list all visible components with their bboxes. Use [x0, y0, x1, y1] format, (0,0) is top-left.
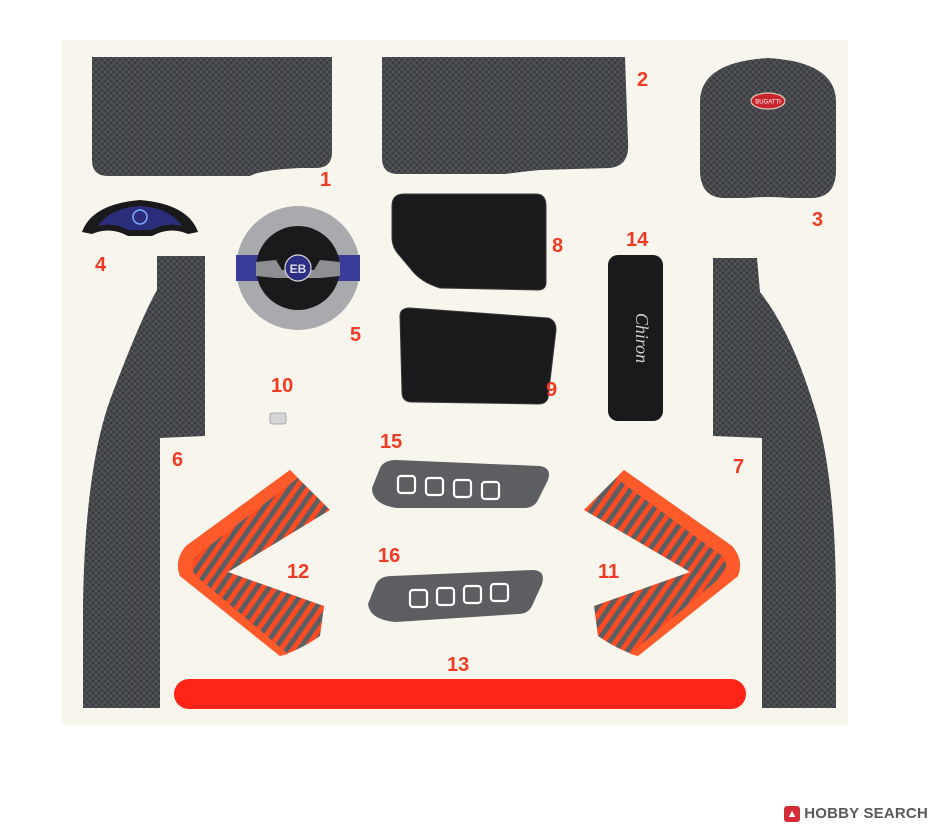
- vent-16-c: [462, 584, 483, 605]
- decal-1-carbon-panel: [92, 57, 332, 176]
- decal-number-9: 9: [546, 379, 558, 401]
- decal-number-6: 6: [172, 449, 184, 471]
- watermark-text: HOBBY SEARCH: [804, 805, 928, 822]
- decal-number-11: 11: [598, 561, 620, 583]
- decal-number-2: 2: [637, 69, 649, 91]
- vent-row-15: [396, 474, 501, 501]
- decal-11-chevron-edge: [616, 470, 740, 656]
- vent-15-a: [396, 474, 417, 495]
- decal-13-red-stripe: [174, 679, 746, 709]
- decal-10-small-badge: [269, 412, 287, 425]
- hobby-search-logo-icon: ▲: [784, 805, 801, 822]
- vent-16-d: [489, 582, 510, 603]
- decal-6-left-tall-carbon: [83, 256, 205, 708]
- decal-number-15: 15: [380, 431, 403, 453]
- vent-15-b: [424, 476, 445, 497]
- decal-number-3: 3: [812, 209, 824, 231]
- decal-number-13: 13: [447, 654, 470, 676]
- decal-number-10: 10: [271, 375, 294, 397]
- decal-number-4: 4: [95, 254, 107, 276]
- instrument-display-icon: [98, 206, 182, 230]
- decal-number-14: 14: [626, 229, 649, 251]
- decal-number-8: 8: [552, 235, 564, 257]
- speedometer-icon: [132, 209, 148, 225]
- steering-wheel-spokes: [256, 260, 340, 278]
- decal-number-12: 12: [287, 561, 310, 583]
- vent-16-a: [408, 588, 429, 609]
- hobby-search-watermark: ▲ HOBBY SEARCH: [784, 805, 928, 822]
- vent-15-c: [452, 478, 473, 499]
- bugatti-badge-text: BUGATTI: [755, 100, 781, 106]
- decal-12-left-chevron: [178, 470, 330, 656]
- decal-2-carbon-panel: [382, 57, 629, 174]
- vent-row-16: [408, 582, 510, 609]
- vent-15-d: [480, 480, 501, 501]
- eb-logo-text: EB: [290, 262, 307, 276]
- decal-number-16: 16: [378, 545, 401, 567]
- decal-3-seat-back: [700, 58, 836, 198]
- decal-8-door-panel: [391, 193, 547, 291]
- decal-15-vent-panel: [372, 460, 549, 508]
- decal-9-door-panel: [399, 307, 557, 405]
- decal-7-right-tall-carbon: [713, 258, 836, 708]
- decal-11-right-chevron: [584, 470, 740, 656]
- decal-number-5: 5: [350, 324, 362, 346]
- decal-14-chiron-plate: [608, 255, 663, 421]
- decal-12-chevron-edge: [178, 470, 298, 656]
- chiron-script-text: Chiron: [632, 313, 652, 363]
- bugatti-badge-icon: [750, 92, 786, 110]
- vent-16-b: [435, 586, 456, 607]
- eb-logo-icon: [284, 254, 312, 282]
- decal-number-1: 1: [320, 169, 332, 191]
- decal-number-7: 7: [733, 456, 745, 478]
